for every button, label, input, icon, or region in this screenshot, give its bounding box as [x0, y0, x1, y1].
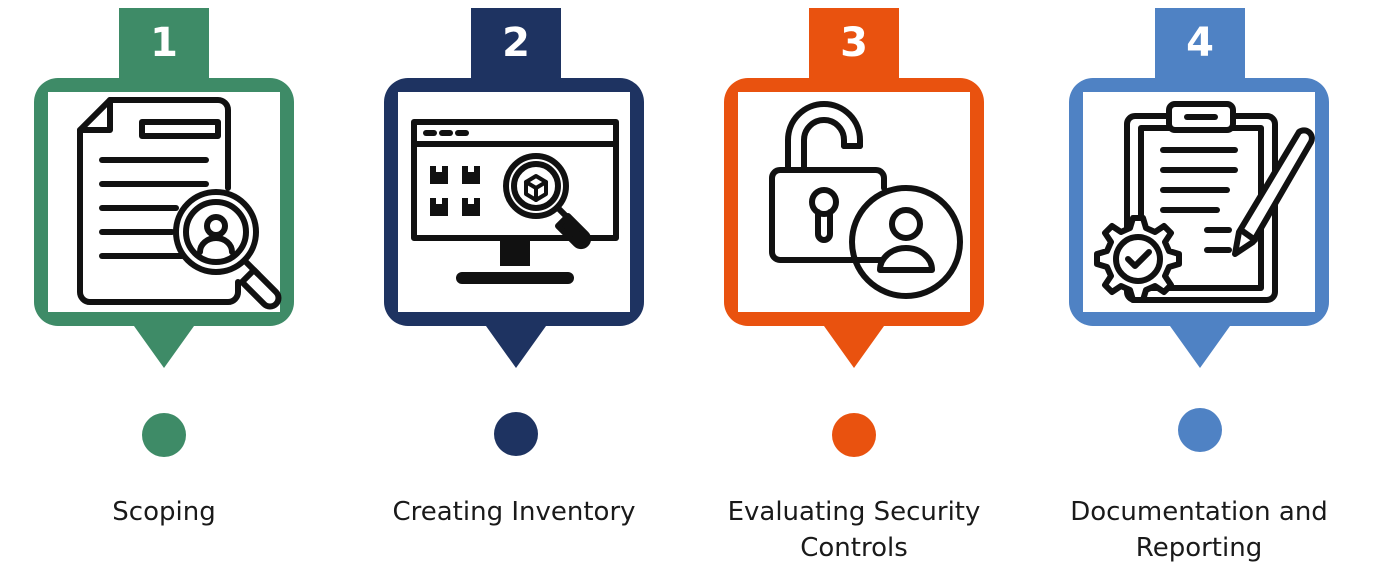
step-3: 3 Evaluating Security Controls	[722, 0, 986, 580]
step-1: 1 Scoping	[32, 0, 296, 580]
step-2-number: 2	[502, 20, 530, 66]
inventory-boxes-icon	[430, 166, 480, 216]
step-3-label: Evaluating Security Controls	[727, 497, 981, 563]
step-2-dot	[494, 412, 538, 456]
step-4: 4 Documentation and Reporting	[1067, 0, 1331, 580]
step-2-label: Creating Inventory	[392, 497, 636, 527]
step-1-number: 1	[150, 20, 178, 66]
step-4-dot	[1178, 408, 1222, 452]
clipboard-pencil-gear-icon	[1094, 101, 1315, 303]
step-4-marker	[1069, 8, 1329, 368]
step-3-marker	[724, 8, 984, 368]
document-search-icon	[77, 97, 282, 310]
step-3-dot	[832, 413, 876, 457]
step-1-label: Scoping	[112, 497, 216, 527]
step-2: 2 Creating Inventory	[382, 0, 646, 580]
step-4-label: Documentation and Reporting	[1070, 497, 1328, 563]
step-3-number: 3	[840, 20, 868, 66]
step-2-marker	[384, 8, 644, 368]
unlocked-padlock-user-icon	[769, 101, 963, 299]
step-4-number: 4	[1186, 20, 1214, 66]
step-1-dot	[142, 413, 186, 457]
step-1-marker	[34, 8, 294, 368]
monitor-inventory-search-icon	[411, 119, 619, 284]
